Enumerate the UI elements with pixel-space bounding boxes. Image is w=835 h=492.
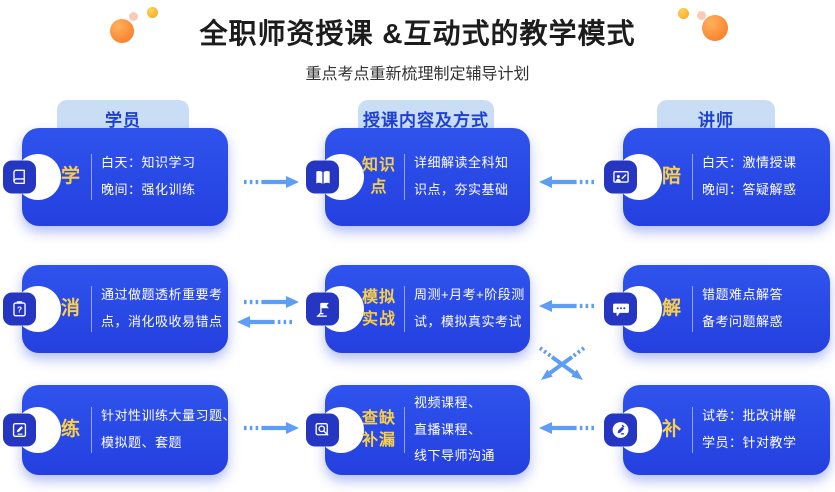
card-desc: 试卷：批改讲解 学员：针对教学 [702,408,797,450]
card-desc: 白天：激情授课 晚间：答疑解惑 [702,155,797,197]
deco-dot-right-pink [697,11,706,20]
card-student-study: 学 白天：知识学习 晚间：强化训练 [3,128,228,226]
svg-text:?: ? [17,304,22,314]
card-knowledge-points: 知识 点 详细解读全科知 识点，夯实基础 [306,128,530,226]
divider [692,154,693,200]
card-keyword: 查缺 补漏 [362,410,397,449]
arrow-left-row2-right-gap [539,300,594,312]
card-desc: 错题难点解答 备考问题解惑 [702,287,784,329]
card-instructor-accompany: 陪 白天：激情授课 晚间：答疑解惑 [604,128,830,226]
divider [91,154,92,200]
deco-dot-left-small [147,7,158,18]
card-keyword: 学 [60,166,81,188]
card-keyword: 知识 点 [362,157,397,196]
card-desc: 视频课程、直播课程、 线下导师沟通 [414,395,496,464]
open-book-icon [306,160,339,194]
presentation-icon [604,160,637,194]
deco-dot-right-big [702,15,728,41]
arrow-right-row3-left-gap [244,422,299,434]
page-subtitle: 重点考点重新梳理制定辅导计划 [305,66,530,83]
arrow-right-row2-left-gap [244,296,299,308]
deco-dot-left-pink [129,12,138,21]
divider [404,154,406,200]
card-instructor-answer: 解 错题难点解答 备考问题解惑 [604,265,830,353]
arrow-left-row2-left-gap [237,316,292,328]
cross-arrows-icon [538,346,586,380]
chat-dots-icon [604,292,637,326]
card-mock-exam: 模拟 实战 周测+月考+阶段测 试，模拟真实考试 [306,265,530,353]
card-desc: 针对性训练大量习题、 模拟题、套题 [101,408,237,450]
divider [692,286,693,332]
card-keyword: 消 [60,298,81,320]
card-gap-filling: 查缺 补漏 视频课程、直播课程、 线下导师沟通 [306,385,530,475]
arrow-left-row3-right-gap [539,422,594,434]
divider [91,286,92,332]
card-desc: 详细解读全科知 识点，夯实基础 [414,155,509,197]
divider [404,286,406,332]
flag-icon [306,292,339,326]
card-desc: 白天：知识学习 晚间：强化训练 [101,155,196,197]
card-desc: 通过做题透析重要考 点，消化吸收易错点 [101,287,223,329]
page-title: 全职师资授课 &互动式的教学模式 [199,18,636,49]
document-pen-icon [3,413,36,447]
deco-dot-left-big [110,19,134,43]
pen-circle-icon [604,413,637,447]
divider [692,407,693,453]
deco-dot-right-small [678,8,689,19]
divider [404,407,405,453]
card-desc: 周测+月考+阶段测 试，模拟真实考试 [414,287,525,329]
card-keyword: 补 [661,419,682,441]
arrow-right-row1-left-gap [244,176,299,188]
card-keyword: 陪 [661,166,682,188]
divider [91,407,92,453]
card-instructor-remedy: 补 试卷：批改讲解 学员：针对教学 [604,385,830,475]
book-icon [3,160,36,194]
card-keyword: 解 [661,298,682,320]
search-doc-icon [306,413,339,447]
card-student-practice: 练 针对性训练大量习题、 模拟题、套题 [3,385,236,475]
card-keyword: 练 [60,419,81,441]
arrow-left-row1-right-gap [539,176,594,188]
clipboard-question-icon: ? [3,292,36,326]
card-keyword: 模拟 实战 [362,289,397,328]
card-student-digest: ? 消 通过做题透析重要考 点，消化吸收易错点 [3,265,228,353]
